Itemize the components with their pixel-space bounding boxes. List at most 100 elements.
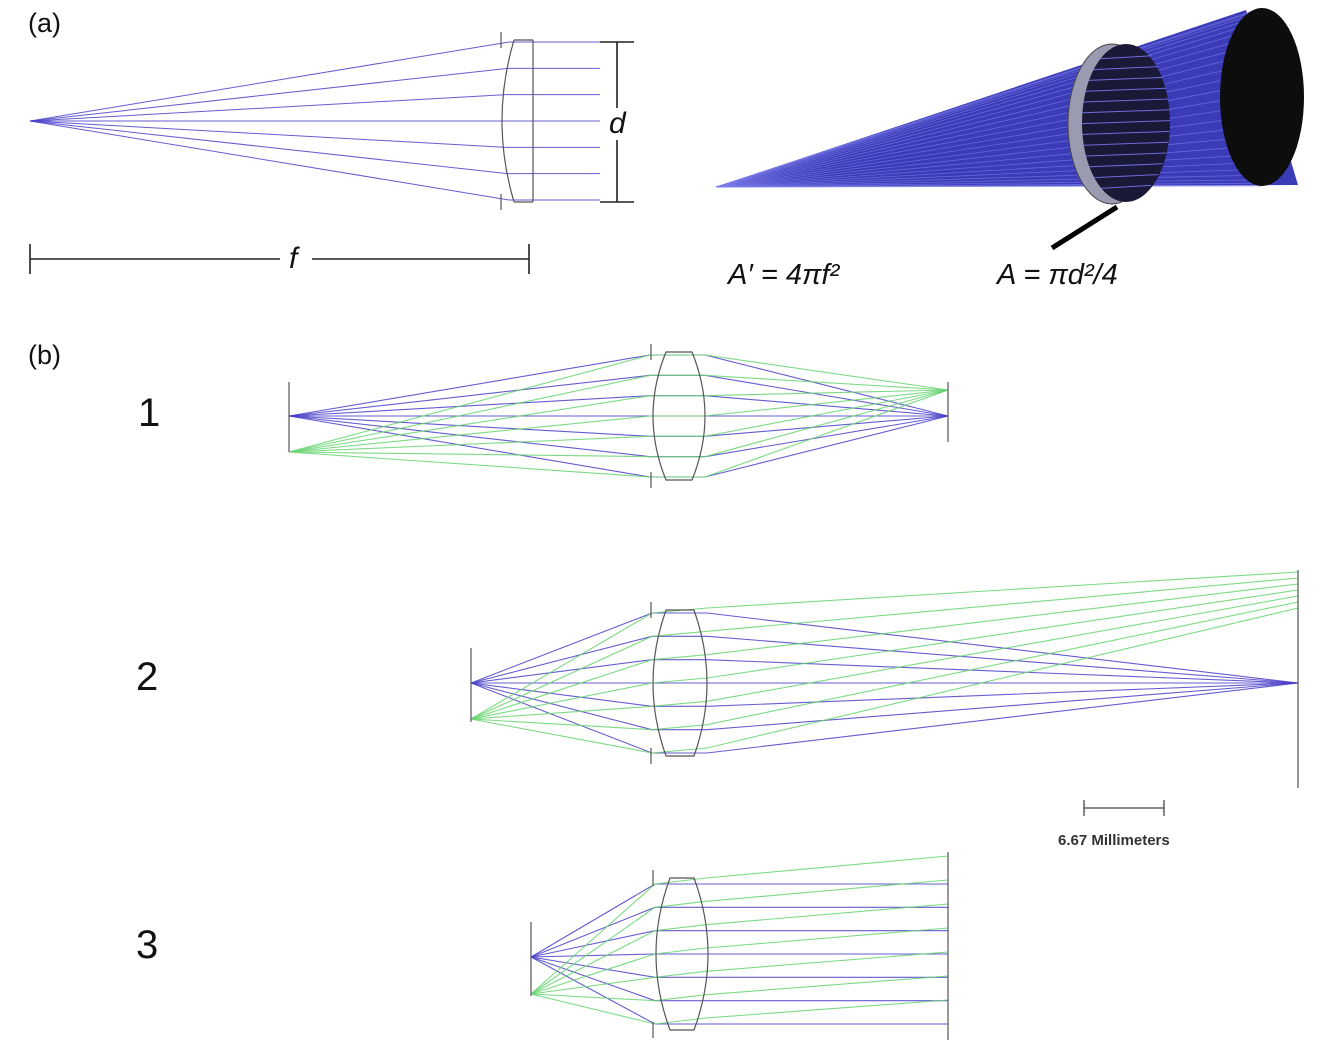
aperture-ray-line xyxy=(1094,174,1158,179)
case-3-off-axis-ray xyxy=(530,951,949,995)
case-2-off-axis-ray xyxy=(470,607,1299,754)
case-3-ray-trace xyxy=(530,855,949,1025)
cone-ray-line xyxy=(715,113,1275,188)
case-3-off-axis-ray xyxy=(530,993,949,1025)
aperture-ray-lines xyxy=(1081,55,1171,189)
cone-ray-line xyxy=(715,58,1274,188)
diameter-label-bg xyxy=(604,108,632,140)
scale-bar: 6.67 Millimeters xyxy=(1058,800,1170,849)
panel-a-label: (a) xyxy=(28,8,61,38)
cone-ray-line xyxy=(715,102,1275,188)
case-1-off-axis-ray xyxy=(288,374,949,453)
case-3-off-axis-ray xyxy=(530,879,949,995)
case-3-label: 3 xyxy=(136,923,158,967)
sphere-area-formula: A′ = 4πf² xyxy=(726,259,840,291)
aperture-ray-line xyxy=(1083,141,1169,146)
cone-ray-line xyxy=(715,153,1272,188)
cone-ray-line xyxy=(715,18,1269,188)
case-2-off-axis-ray xyxy=(470,571,1299,720)
case-2-optics xyxy=(470,570,1299,788)
case-1-label: 1 xyxy=(138,391,160,435)
case-2-lens xyxy=(652,609,708,757)
case-1-on-axis-ray xyxy=(288,354,949,417)
case-3-on-axis-ray xyxy=(530,956,948,978)
aperture-ray-line xyxy=(1085,87,1167,92)
cone-3d-illustration xyxy=(715,7,1304,251)
case-3-off-axis-ray xyxy=(530,927,949,995)
case-3: 3 xyxy=(136,852,949,1040)
case-1-optics xyxy=(288,344,949,488)
panel-b-label: (b) xyxy=(28,340,61,370)
lens-curved-surface xyxy=(501,39,515,203)
case-2-on-axis-ray xyxy=(470,682,1299,754)
detector-disk xyxy=(1220,8,1304,186)
cone-ray-line xyxy=(715,31,1271,188)
cone-ray-line xyxy=(715,185,1263,188)
panel-b: (b) 1 2 xyxy=(28,340,1299,1040)
cone-ray-line xyxy=(715,8,1264,188)
case-3-on-axis-ray xyxy=(530,883,948,958)
scale-bar-label: 6.67 Millimeters xyxy=(1058,832,1170,849)
cone-ray-line xyxy=(715,174,1269,188)
cone-ray-lines xyxy=(715,7,1275,188)
aperture-ray-line xyxy=(1086,152,1166,157)
case-1: 1 xyxy=(138,344,949,488)
panel-a-ray xyxy=(29,120,600,148)
case-3-lens xyxy=(655,877,709,1031)
case-1-on-axis-ray xyxy=(288,395,949,417)
aperture-ray-line xyxy=(1093,66,1159,71)
cone-ray-line xyxy=(715,39,1272,188)
case-1-off-axis-ray xyxy=(288,389,949,478)
focal-dimension xyxy=(29,244,530,274)
cone-ray-line xyxy=(715,13,1267,188)
focal-symbol: f xyxy=(289,242,300,275)
case-3-off-axis-ray xyxy=(530,903,949,995)
case-1-off-axis-ray xyxy=(288,389,949,458)
case-2-on-axis-ray xyxy=(470,659,1299,684)
case-2-off-axis-ray xyxy=(470,595,1299,720)
aperture-ray-line xyxy=(1082,109,1170,114)
case-2-off-axis-ray xyxy=(470,583,1299,720)
cone-ray-line xyxy=(715,134,1274,188)
case-2-on-axis-ray xyxy=(470,682,1299,707)
case-3-on-axis-ray xyxy=(530,956,948,1025)
case-3-off-axis-ray xyxy=(530,855,949,995)
case-2-off-axis-ray xyxy=(470,589,1299,720)
aperture-ray-line xyxy=(1101,184,1151,189)
cone-ray-line xyxy=(715,24,1270,188)
case-2-off-axis-ray xyxy=(470,577,1299,720)
panel-a-lens xyxy=(500,32,534,210)
case-3-off-axis-ray xyxy=(530,975,949,1002)
cone-ray-line xyxy=(715,69,1275,188)
panel-a-ray-fan xyxy=(29,41,600,201)
panel-a-ray xyxy=(29,41,600,122)
aperture-ray-line xyxy=(1100,55,1152,60)
case-2-on-axis-ray xyxy=(470,682,1299,731)
diameter-symbol: d xyxy=(609,107,627,140)
panel-a: (a) d f xyxy=(28,7,1304,291)
case-3-on-axis-ray xyxy=(530,956,948,1002)
case-2: 2 xyxy=(136,570,1299,788)
case-3-optics xyxy=(530,852,949,1040)
case-1-off-axis-ray xyxy=(288,389,949,453)
cone-ray-line xyxy=(715,144,1273,188)
panel-a-ray xyxy=(29,120,600,201)
cone-ray-line xyxy=(715,168,1270,188)
cone-ray-line xyxy=(715,91,1275,188)
cone-ray-line xyxy=(715,179,1267,188)
case-1-ray-trace xyxy=(288,354,949,478)
case-3-on-axis-ray xyxy=(530,930,948,958)
cone-ray-line xyxy=(715,48,1273,188)
case-2-on-axis-ray xyxy=(470,635,1299,684)
case-3-on-axis-ray xyxy=(530,953,948,958)
aperture-ray-line xyxy=(1088,76,1164,81)
cone-ray-line xyxy=(715,10,1266,188)
case-2-off-axis-ray xyxy=(470,601,1299,731)
panel-a-ray xyxy=(29,94,600,122)
case-1-off-axis-ray xyxy=(288,389,949,453)
cone-ray-line xyxy=(715,161,1271,188)
lens-aperture xyxy=(1082,44,1170,202)
case-2-ray-trace xyxy=(470,571,1299,754)
aperture-ray-line xyxy=(1089,163,1163,168)
